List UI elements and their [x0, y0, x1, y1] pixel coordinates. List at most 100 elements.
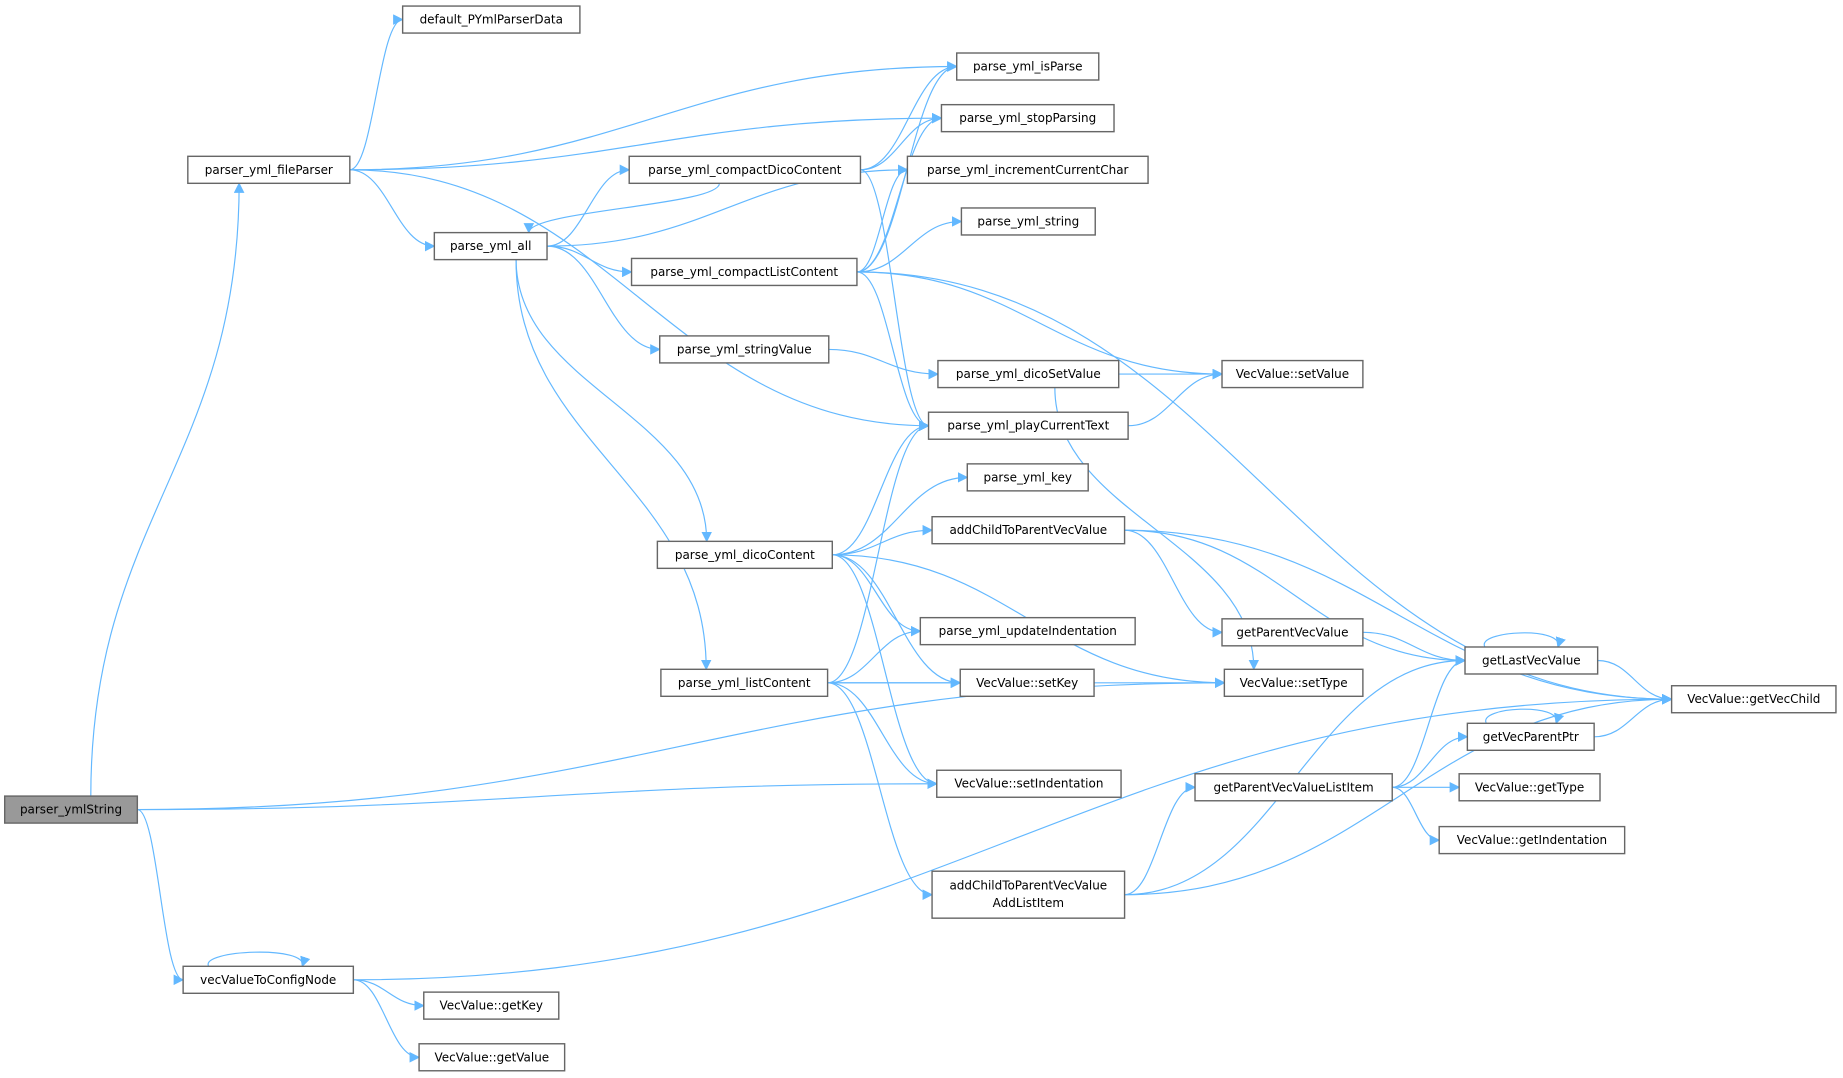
node-label: parse_yml_dicoSetValue — [956, 367, 1101, 381]
node-box — [956, 52, 1100, 81]
node-label: parse_yml_updateIndentation — [939, 624, 1117, 638]
edge-parse-yml-dico-content-to-add-child-to-parent-vec-value — [832, 524, 934, 556]
node-box — [418, 1043, 566, 1072]
node-box — [927, 411, 1129, 440]
node-label: addChildToParentVecValue — [949, 878, 1107, 892]
nodes-layer: default_PYmlParserData parse_yml_isParsep… — [3, 5, 1837, 1072]
node-label: addChildToParentVecValue — [949, 523, 1107, 537]
node-box — [1221, 359, 1364, 389]
node-label: VecValue::getVecChild — [1687, 692, 1820, 706]
edge-parse-yml-list-content-to-parse-yml-play-current-text — [827, 420, 930, 684]
edge-parse-yml-all-to-parse-yml-dico-content — [515, 259, 712, 543]
node-vec-value-get-vec-child[interactable]: VecValue::getVecChild — [1670, 685, 1837, 714]
edge-parse-yml-compact-dico-content-to-parse-yml-stop-parsing — [860, 112, 943, 171]
node-parse-yml-increment-current-char[interactable]: parse_yml_incrementCurrentChar — [906, 155, 1149, 185]
node-parser-yml-file-parser[interactable]: parser_yml_fileParser — [187, 155, 351, 185]
node-label: parser_ymlString — [20, 803, 122, 817]
edge-parse-yml-dico-content-to-vec-value-set-key — [832, 554, 962, 689]
node-box — [966, 463, 1089, 492]
node-label: VecValue::setType — [1240, 676, 1348, 690]
edge-parse-yml-list-content-to-vec-value-set-indentation — [827, 682, 938, 790]
node-box — [660, 668, 829, 698]
node-label: default_PYmlParserData — [420, 13, 563, 27]
edge-parser-yml-string-to-parser-yml-file-parser — [90, 182, 245, 797]
edge-parse-yml-list-content-to-parse-yml-update-indentation — [827, 625, 922, 684]
node-label: parse_yml_stopParsing — [959, 111, 1096, 125]
edge-parse-yml-compact-dico-content-to-parse-yml-is-parse — [860, 61, 958, 171]
edge-vec-value-to-config-node-to-vec-value-get-vec-child — [353, 693, 1673, 981]
node-box — [3, 795, 139, 824]
edge-parser-yml-string-to-vec-value-set-indentation — [137, 778, 938, 811]
node-vec-value-set-indentation[interactable]: VecValue::setIndentation — [936, 769, 1122, 798]
edge-get-vec-parent-ptr-to-vec-value-get-vec-child — [1594, 693, 1673, 738]
node-box — [1466, 722, 1595, 752]
node-label: parse_yml_compactListContent — [650, 265, 838, 279]
node-label: AddListItem — [993, 896, 1064, 910]
node-parse-yml-key[interactable]: parse_yml_key — [966, 463, 1089, 492]
node-vec-value-to-config-node[interactable]: vecValueToConfigNode — [182, 965, 355, 994]
node-parse-yml-play-current-text[interactable]: parse_yml_playCurrentText — [927, 411, 1129, 440]
edge-parser-yml-file-parser-to-parse-yml-is-parse — [349, 61, 958, 171]
node-parse-yml-dico-set-value[interactable]: parse_yml_dicoSetValue — [937, 359, 1120, 389]
node-get-last-vec-value[interactable]: getLastVecValue — [1464, 646, 1599, 675]
edge-parse-yml-compact-list-content-to-parse-yml-stop-parsing — [856, 112, 943, 273]
node-parser-yml-string[interactable]: parser_ymlString — [3, 795, 139, 824]
edge-parse-yml-compact-list-content-to-vec-value-set-value — [856, 271, 1224, 380]
node-label: parse_yml_incrementCurrentChar — [927, 163, 1129, 177]
node-parse-yml-is-parse[interactable]: parse_yml_isParse — [956, 52, 1100, 81]
edge-parse-yml-compact-dico-content-to-parse-yml-all — [523, 183, 721, 234]
node-parse-yml-compact-dico-content[interactable]: parse_yml_compactDicoContent — [628, 155, 862, 185]
node-vec-value-get-value[interactable]: VecValue::getValue — [418, 1043, 566, 1072]
node-vec-value-get-key[interactable]: VecValue::getKey — [423, 991, 560, 1020]
node-label: VecValue::getType — [1475, 780, 1584, 794]
edge-add-child-to-parent-vec-value-to-get-last-vec-value — [1124, 529, 1467, 666]
node-box — [1464, 646, 1599, 675]
node-label: vecValueToConfigNode — [200, 973, 336, 987]
node-parse-yml-stop-parsing[interactable]: parse_yml_stopParsing — [940, 103, 1115, 133]
node-label: getLastVecValue — [1482, 653, 1581, 667]
edge-parser-yml-file-parser-to-parse-yml-stop-parsing — [349, 112, 943, 171]
node-get-parent-vec-value[interactable]: getParentVecValue — [1221, 618, 1364, 647]
node-vec-value-get-type[interactable]: VecValue::getType — [1458, 773, 1601, 802]
node-box — [182, 965, 355, 994]
edge-vec-value-to-config-node-to-vec-value-to-config-node — [207, 951, 311, 968]
node-parse-yml-compact-list-content[interactable]: parse_yml_compactListContent — [630, 257, 858, 287]
node-box — [401, 5, 581, 34]
node-get-parent-vec-value-list-item[interactable]: getParentVecValueListItem — [1194, 773, 1393, 802]
node-parse-yml-all[interactable]: parse_yml_all — [433, 231, 548, 261]
node-parse-yml-string[interactable]: parse_yml_string — [960, 207, 1096, 236]
node-parse-yml-dico-content[interactable]: parse_yml_dicoContent — [656, 540, 833, 570]
node-label: parse_yml_isParse — [973, 60, 1083, 74]
edge-parse-yml-dico-content-to-parse-yml-update-indentation — [832, 554, 922, 637]
node-vec-value-set-type[interactable]: VecValue::setType — [1223, 668, 1364, 698]
node-box — [659, 335, 830, 364]
node-vec-value-set-key[interactable]: VecValue::setKey — [959, 668, 1095, 698]
edge-parser-yml-file-parser-to-parse-yml-all — [349, 169, 436, 252]
node-vec-value-set-value[interactable]: VecValue::setValue — [1221, 359, 1364, 389]
node-parse-yml-string-value[interactable]: parse_yml_stringValue — [659, 335, 830, 364]
edge-parse-yml-all-to-parse-yml-compact-list-content — [547, 245, 633, 278]
node-box — [656, 540, 833, 570]
node-box — [959, 668, 1095, 698]
node-label: getVecParentPtr — [1483, 730, 1579, 744]
node-box — [931, 515, 1126, 545]
edge-get-parent-vec-value-list-item-to-vec-value-get-indentation — [1392, 786, 1441, 846]
node-parse-yml-list-content[interactable]: parse_yml_listContent — [660, 668, 829, 698]
node-box — [931, 870, 1126, 919]
node-get-vec-parent-ptr[interactable]: getVecParentPtr — [1466, 722, 1595, 752]
node-label: getParentVecValue — [1236, 625, 1348, 639]
node-add-child-to-parent-vec-value[interactable]: addChildToParentVecValue — [931, 515, 1126, 545]
edge-get-vec-parent-ptr-to-get-vec-parent-ptr — [1485, 708, 1565, 725]
edge-vec-value-to-config-node-to-vec-value-get-value — [353, 979, 421, 1063]
node-box — [940, 103, 1115, 133]
node-parse-yml-update-indentation[interactable]: parse_yml_updateIndentation — [919, 616, 1136, 646]
node-box — [960, 207, 1096, 236]
edge-parse-yml-compact-list-content-to-parse-yml-play-current-text — [856, 271, 930, 431]
node-label: VecValue::setIndentation — [954, 777, 1103, 791]
node-vec-value-get-indentation[interactable]: VecValue::getIndentation — [1438, 825, 1626, 855]
node-default-pyml-parser-data[interactable]: default_PYmlParserData — [401, 5, 581, 34]
node-label: parse_yml_all — [450, 239, 531, 253]
node-label: VecValue::getIndentation — [1457, 833, 1607, 847]
